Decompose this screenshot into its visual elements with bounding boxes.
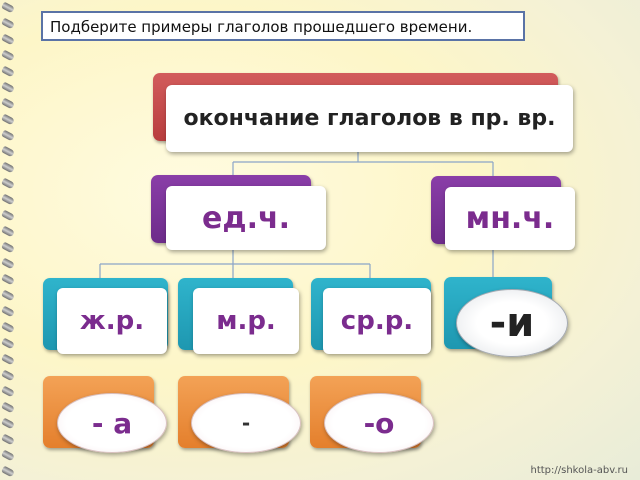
watermark-url: http://shkola-abv.ru	[530, 465, 629, 476]
plural-card: мн.ч.	[445, 187, 575, 250]
plural-label: мн.ч.	[465, 201, 555, 236]
singular-label: ед.ч.	[202, 200, 290, 236]
masculine-ending-label: -	[241, 411, 251, 435]
neuter-card: ср.р.	[323, 288, 431, 354]
instruction-box: Подберите примеры глаголов прошедшего вр…	[41, 11, 525, 41]
masculine-label: м.р.	[216, 306, 276, 336]
feminine-ending-label: - а	[91, 406, 133, 440]
plural-ending-pill: -и	[456, 289, 568, 357]
masculine-ending-pill: -	[191, 393, 301, 453]
feminine-label: ж.р.	[79, 306, 145, 336]
singular-card: ед.ч.	[166, 186, 326, 250]
neuter-ending-label: -о	[363, 406, 395, 440]
root-card: окончание глаголов в пр. вр.	[166, 85, 573, 152]
neuter-label: ср.р.	[340, 306, 414, 336]
neuter-ending-pill: -о	[324, 393, 434, 453]
feminine-ending-pill: - а	[57, 393, 167, 453]
plural-ending-label: -и	[489, 300, 535, 346]
instruction-text: Подберите примеры глаголов прошедшего вр…	[50, 18, 473, 36]
masculine-card: м.р.	[193, 288, 299, 354]
root-label: окончание глаголов в пр. вр.	[183, 106, 556, 131]
feminine-card: ж.р.	[57, 288, 167, 354]
